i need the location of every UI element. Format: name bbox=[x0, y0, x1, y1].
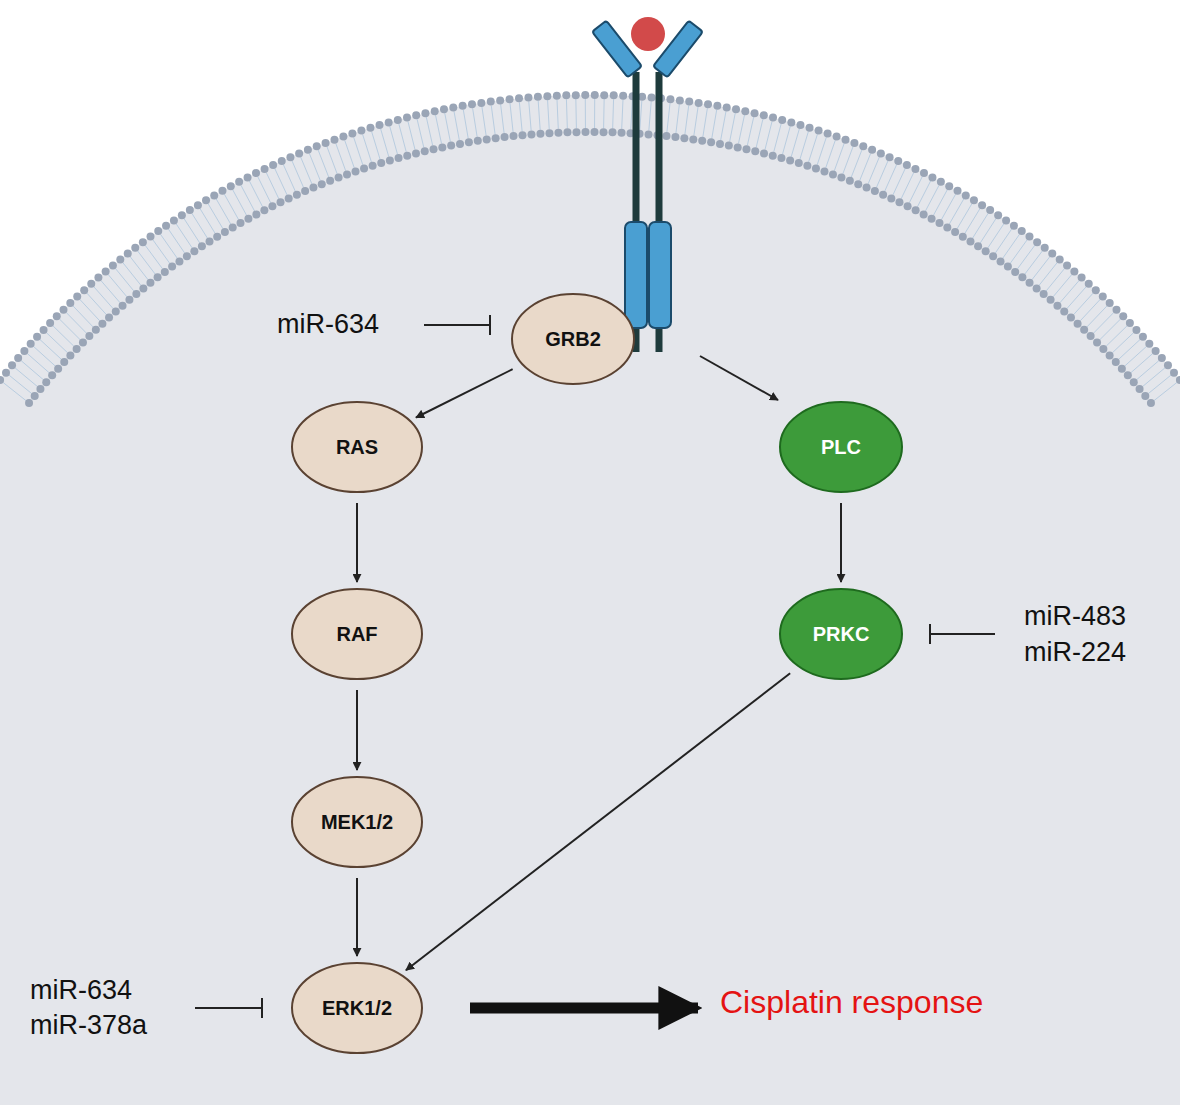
activation-arrow bbox=[356, 503, 358, 582]
node-label: RAF bbox=[336, 623, 377, 646]
protein-node: RAF bbox=[291, 588, 423, 680]
mirna-label: miR-224 bbox=[1024, 636, 1126, 668]
mirna-label: miR-634 bbox=[30, 974, 132, 1006]
node-label: PLC bbox=[821, 436, 861, 459]
protein-node: RAS bbox=[291, 401, 423, 493]
outcome-label: Cisplatin response bbox=[720, 983, 983, 1021]
activation-arrow bbox=[700, 356, 778, 400]
node-label: PRKC bbox=[813, 623, 870, 646]
activation-arrow bbox=[840, 503, 842, 582]
mirna-label: miR-634 bbox=[277, 308, 379, 340]
protein-node: MEK1/2 bbox=[291, 776, 423, 868]
protein-node: PRKC bbox=[779, 588, 903, 680]
activation-arrow bbox=[356, 878, 358, 956]
activation-arrow bbox=[356, 690, 358, 770]
inhibition-lines bbox=[195, 315, 995, 1018]
node-label: GRB2 bbox=[545, 328, 601, 351]
cytoplasm bbox=[0, 95, 1180, 1114]
activation-arrow bbox=[416, 369, 513, 417]
mirna-label: miR-378a bbox=[30, 1009, 147, 1041]
protein-node: ERK1/2 bbox=[291, 962, 423, 1054]
output-arrow bbox=[470, 1003, 698, 1014]
node-label: RAS bbox=[336, 436, 378, 459]
protein-node: PLC bbox=[779, 401, 903, 493]
mirna-label: miR-483 bbox=[1024, 600, 1126, 632]
node-label: ERK1/2 bbox=[322, 997, 392, 1020]
activation-arrow bbox=[406, 673, 790, 970]
lipid-bilayer bbox=[0, 91, 1180, 407]
protein-node: GRB2 bbox=[511, 293, 635, 385]
node-label: MEK1/2 bbox=[321, 811, 393, 834]
